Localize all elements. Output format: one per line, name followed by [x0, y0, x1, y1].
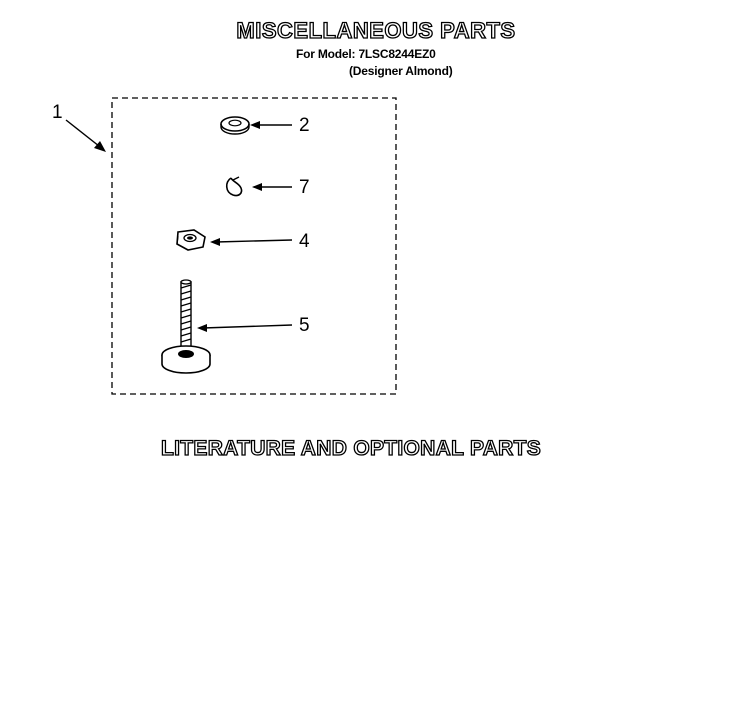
color-line: (Designer Almond) [349, 64, 453, 78]
callout-4: 4 [299, 231, 310, 252]
leader-5 [197, 324, 293, 332]
section-title-literature: LITERATURE AND OPTIONAL PARTS [160, 436, 542, 460]
leveling-leg-part [161, 279, 211, 374]
clip-part [225, 176, 243, 197]
callout-1: 1 [52, 102, 63, 123]
leader-7 [252, 183, 292, 191]
nut-part [176, 229, 206, 251]
page-title: MISCELLANEOUS PARTS [236, 17, 516, 43]
callout-5: 5 [299, 315, 310, 336]
kit-box [111, 97, 397, 395]
leader-1 [65, 119, 106, 152]
callout-7: 7 [299, 177, 310, 198]
washer-part [220, 116, 250, 135]
callout-2: 2 [299, 115, 310, 136]
leader-2 [250, 121, 292, 129]
model-line: For Model: 7LSC8244EZ0 [296, 47, 436, 61]
leader-4 [210, 238, 293, 246]
